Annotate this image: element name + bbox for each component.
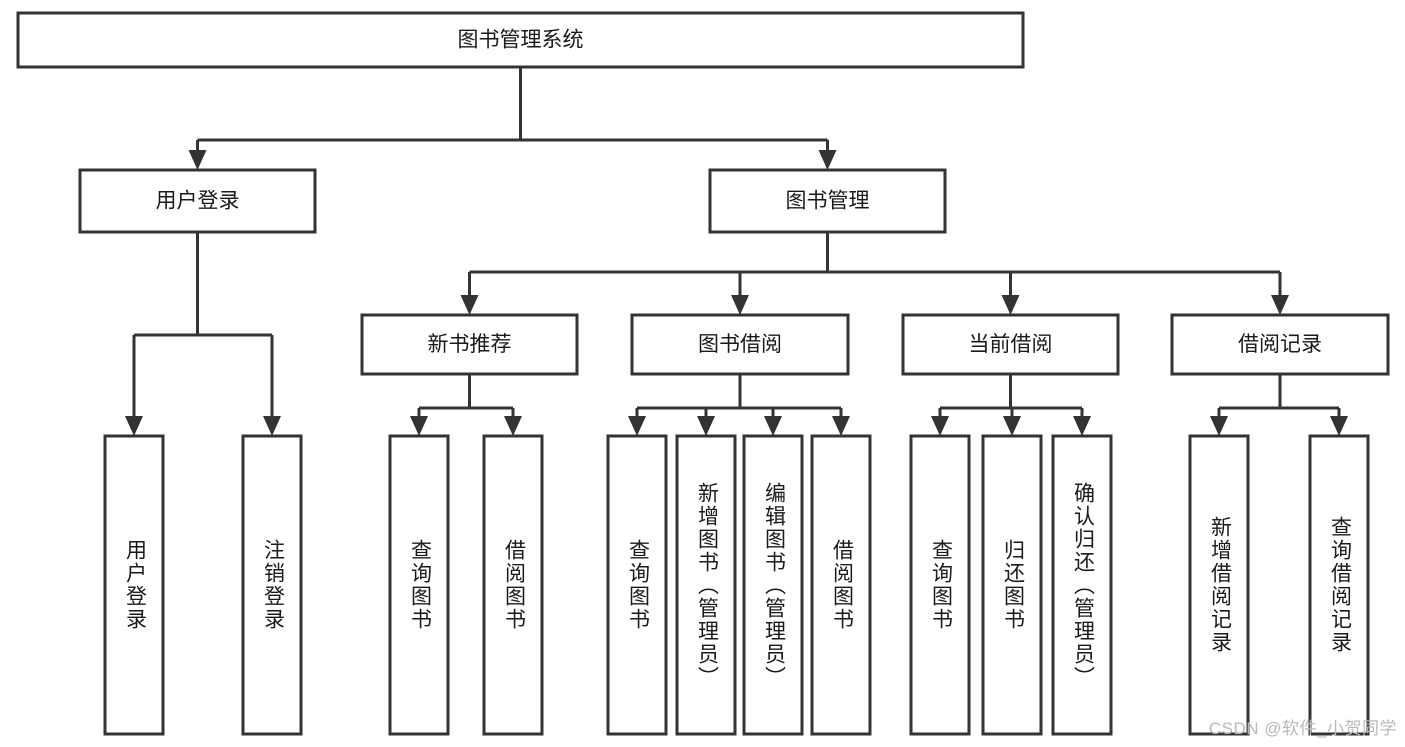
leaf-return-book-box[interactable] — [981, 434, 1043, 736]
level2-book_manage-box[interactable] — [708, 168, 947, 234]
leaf-add-book-admin-box[interactable] — [675, 434, 737, 736]
leaf-logout-login-box[interactable] — [241, 434, 303, 736]
level2-book_manage-label: 图书管理 — [786, 190, 870, 213]
leaf-query-borrow-record-box[interactable] — [1308, 434, 1370, 736]
level3-new_book_rec-label: 新书推荐 — [428, 333, 512, 356]
watermark: CSDN @软件_小贺同学 — [1208, 719, 1397, 738]
level3-book_borrow-label: 图书借阅 — [698, 333, 782, 356]
arrow-into-leaf-return-book — [1003, 416, 1021, 436]
root-node-label: 图书管理系统 — [458, 29, 584, 52]
arrow-into-leaf-query-book-current — [931, 416, 949, 436]
arrow-into-book_manage — [818, 150, 837, 170]
arrow-into-leaf-query-book-rec — [410, 416, 428, 436]
arrow-into-current_borrow — [1001, 295, 1020, 315]
arrow-into-leaf-query-borrow-record — [1330, 416, 1348, 436]
leaf-add-borrow-record-box[interactable] — [1188, 434, 1250, 736]
level2-user_login-label: 用户登录 — [156, 190, 240, 213]
level3-book_borrow-box[interactable] — [630, 313, 850, 376]
level3-borrow_record-box[interactable] — [1170, 313, 1390, 376]
leaf-query-book-rec-box[interactable] — [388, 434, 450, 736]
leaf-borrow-book-rec-box[interactable] — [482, 434, 544, 736]
leaf-borrow-book-box[interactable] — [810, 434, 872, 736]
connector-layer — [125, 67, 1348, 436]
arrow-into-leaf-user-login — [125, 416, 143, 436]
arrow-into-user_login — [188, 150, 207, 170]
arrow-into-leaf-edit-book-admin — [764, 416, 782, 436]
leaf-user-login-box[interactable] — [103, 434, 165, 736]
level3-current_borrow-label: 当前借阅 — [969, 333, 1053, 356]
arrow-into-leaf-confirm-return-admin — [1073, 416, 1091, 436]
root-node-box[interactable] — [16, 11, 1025, 69]
level3-current_borrow-box[interactable] — [901, 313, 1120, 376]
leaf-confirm-return-admin-box[interactable] — [1051, 434, 1113, 736]
arrow-into-leaf-add-borrow-record — [1210, 416, 1228, 436]
arrow-into-leaf-logout-login — [263, 416, 281, 436]
leaf-edit-book-admin-box[interactable] — [742, 434, 804, 736]
arrow-into-leaf-query-book-borrow — [628, 416, 646, 436]
level3-new_book_rec-box[interactable] — [360, 313, 579, 376]
arrow-into-leaf-add-book-admin — [697, 416, 715, 436]
arrow-into-leaf-borrow-book-rec — [504, 416, 522, 436]
arrow-into-new_book_rec — [460, 295, 479, 315]
arrow-into-book_borrow — [731, 295, 749, 315]
arrow-into-leaf-borrow-book — [832, 416, 850, 436]
leaf-query-book-current-box[interactable] — [909, 434, 971, 736]
level2-user_login-box[interactable] — [78, 168, 317, 234]
level3-borrow_record-label: 借阅记录 — [1238, 333, 1322, 356]
arrow-into-borrow_record — [1271, 295, 1289, 315]
leaf-query-book-borrow-box[interactable] — [606, 434, 668, 736]
